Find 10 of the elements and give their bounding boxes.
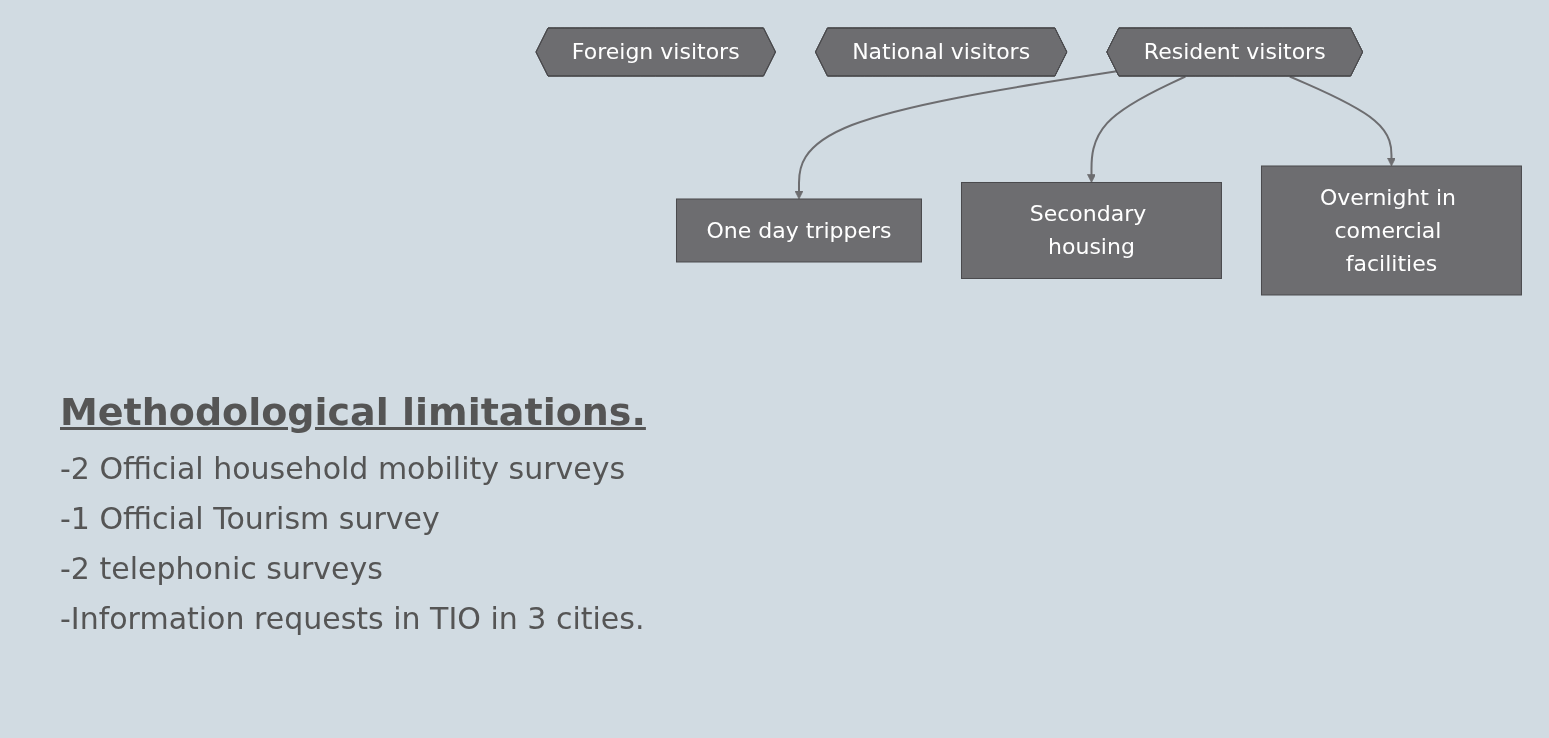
node-box: Overnight in comercial facilities [1260,165,1522,296]
note-text: -2 telephonic surveys [60,550,384,588]
node-box: Secondary housing [960,182,1222,279]
heading: Methodological limitations. [60,389,646,436]
arrow [1086,75,1186,183]
note-text: -Information requests in TIO in 3 cities. [60,600,646,638]
note-text: -1 Official Tourism survey [60,500,441,538]
node-box: One day trippers [675,198,922,263]
note-text: -2 Official household mobility surveys [60,450,627,488]
arrow [1288,75,1396,167]
